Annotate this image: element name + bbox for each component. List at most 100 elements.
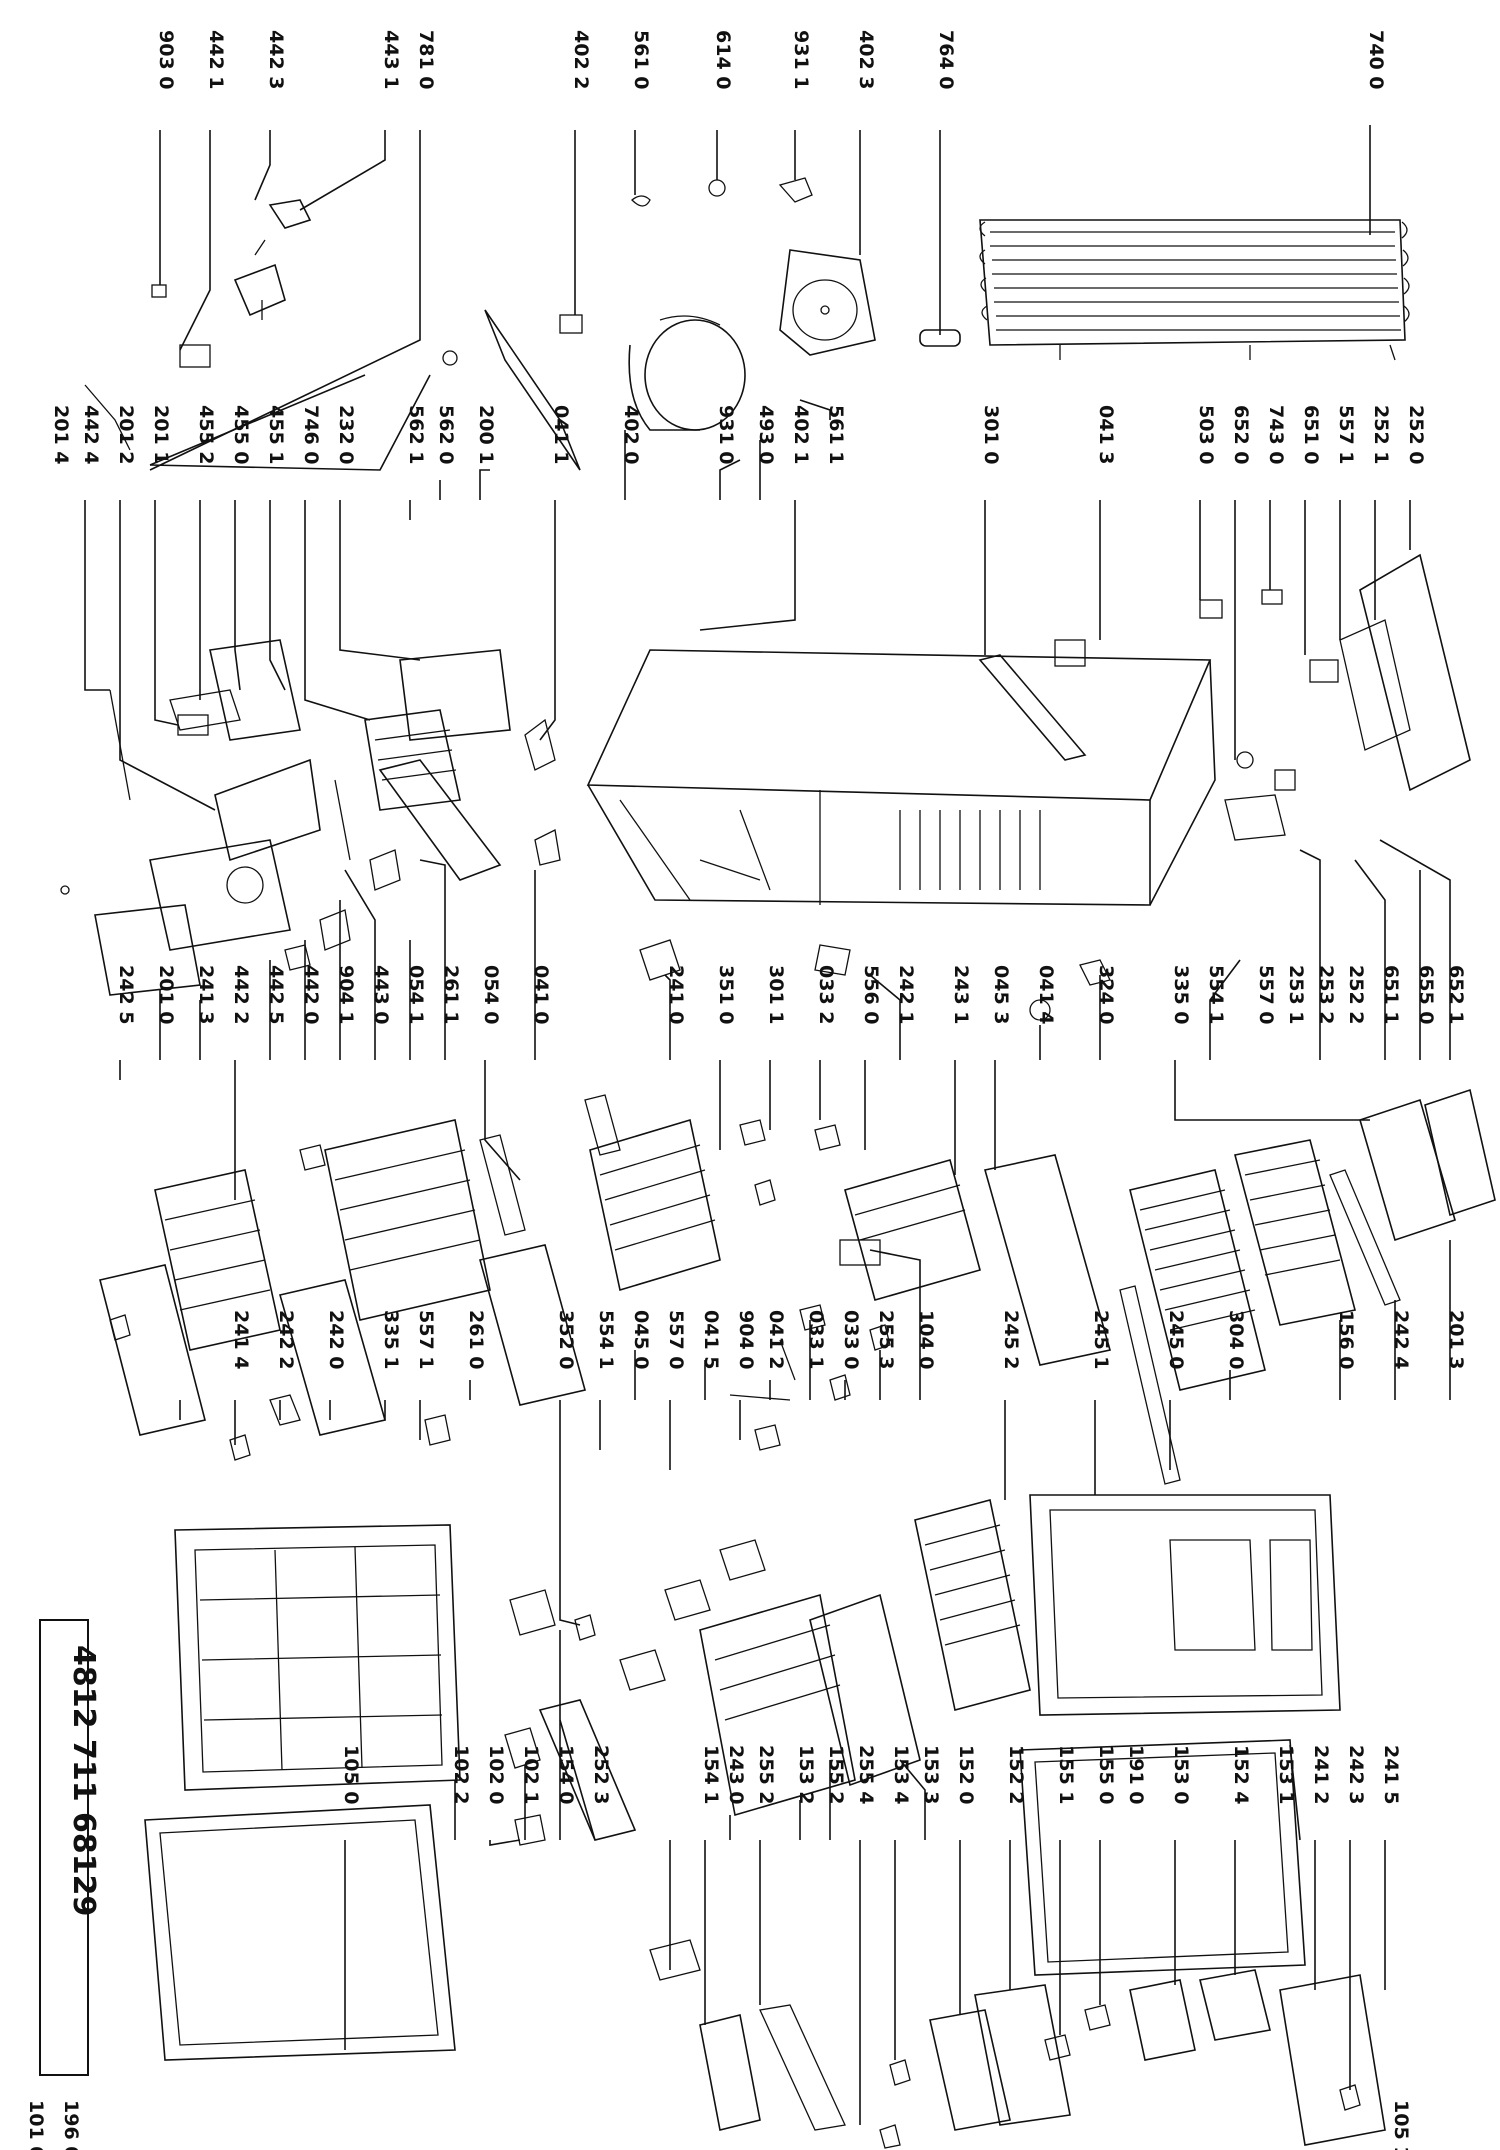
reference-code: 4812 711 68129 [66,1645,101,1916]
part-number-label: 041 2 [765,1310,787,1370]
duct-drawing [214,758,321,862]
part-number-label: 242 4 [1390,1310,1412,1370]
grommet-614-0-drawing [708,179,726,197]
socket-drawing [1274,769,1296,791]
part-number-label: 054 1 [405,965,427,1025]
part-number-label: 102 0 [485,1745,507,1805]
part-number-label: 153 0 [1170,1745,1192,1805]
part-number-label: 105 0 [340,1745,362,1805]
part-number-label: 041 4 [1035,965,1057,1025]
part-number-label: 152 4 [1230,1745,1252,1805]
wire-shelf-245-1-drawing [1129,1169,1266,1391]
part-number-label: 903 0 [155,30,177,90]
part-number-label: 335 0 [1170,965,1192,1025]
part-number-label: 196 0 [60,2100,82,2150]
part-number-label: 242 2 [275,1310,297,1370]
part-number-label: 904 1 [335,965,357,1025]
part-number-label: 155 0 [1095,1745,1117,1805]
door-rack-154-1-drawing [759,2004,846,2131]
part-number-label: 152 0 [955,1745,977,1805]
part-number-label: 242 1 [895,965,917,1025]
part-number-label: 041 0 [530,965,552,1025]
handle-242-2-drawing [424,1414,451,1446]
top-grille-drawing [1359,553,1471,792]
part-number-label: 201 4 [50,405,72,465]
part-number-label: 554 1 [595,1310,617,1370]
part-number-label: 153 2 [795,1745,817,1805]
part-number-label: 154 1 [700,1745,722,1805]
back-panel-drawing [94,904,201,996]
part-number-label: 252 3 [590,1745,612,1805]
part-number-label: 324 0 [1095,965,1117,1025]
tray-241-2-drawing [99,1264,206,1436]
bulb-drawing [1236,751,1254,769]
part-number-label: 335 1 [380,1310,402,1370]
sensor-drawing [334,779,351,861]
shelf-strip-drawing [1119,1285,1181,1485]
part-number-label: 455 1 [265,405,287,465]
part-number-label: 301 0 [980,405,1002,465]
part-number-label: 261 1 [440,965,462,1025]
part-number-label: 201 2 [115,405,137,465]
part-number-label: 557 1 [1335,405,1357,465]
part-number-label: 242 5 [115,965,137,1025]
part-102-1-drawing [649,1939,701,1981]
small-cover-drawing [177,714,209,736]
part-number-label: 904 0 [735,1310,757,1370]
part-number-label: 556 0 [860,965,882,1025]
freezer-door-drawing [174,1524,461,1791]
part-105-0-drawing [504,1727,541,1769]
bracket-304-drawing [1329,1169,1401,1306]
part-number-label: 651 0 [1300,405,1322,465]
tray-242-2-drawing [479,1244,586,1406]
part-number-label: 155 2 [825,1745,847,1805]
condenser-coil-drawing [979,219,1410,361]
part-number-label: 241 5 [1380,1745,1402,1805]
part-number-label: 562 1 [405,405,427,465]
shelf-rail-drawing [169,689,241,731]
part-number-label: 252 1 [1370,405,1392,465]
lamp-holder-drawing [719,1539,766,1581]
part-number-label: 253 2 [1315,965,1337,1025]
part-number-label: 241 2 [1310,1745,1332,1805]
part-number-label: 764 0 [935,30,957,90]
part-number-label: 201 3 [1445,1310,1467,1370]
part-number-label: 041 1 [550,405,572,465]
glass-shelf-drawing [983,1154,1112,1366]
part-number-label: 655 0 [1415,965,1437,1025]
part-number-label: 455 2 [195,405,217,465]
part-number-label: 304 0 [1225,1310,1247,1370]
part-number-label: 442 2 [230,965,252,1025]
part-number-label: 045 3 [990,965,1012,1025]
part-number-label: 740 0 [1365,30,1387,90]
part-number-label: 153 3 [920,1745,942,1805]
fan-motor-drawing [151,199,312,368]
part-number-label: 045 0 [630,1310,652,1370]
drain-duct-drawing [378,759,502,881]
part-number-label: 200 1 [475,405,497,465]
clip-261-drawing [299,1144,326,1171]
egg-tray-drawing [1129,1979,1196,2061]
part-number-label: 561 0 [630,30,652,90]
part-number-label: 261 0 [465,1310,487,1370]
part-number-label: 614 0 [712,30,734,90]
part-number-label: 242 0 [325,1310,347,1370]
part-number-label: 651 1 [1380,965,1402,1025]
clip-242-3-drawing [229,1434,251,1461]
part-number-label: 041 5 [700,1310,722,1370]
compressor-drawing [628,315,746,431]
clip-561-0-drawing [631,195,651,207]
fridge-door-drawing [1029,1494,1341,1716]
part-number-label: 746 0 [300,405,322,465]
part-number-label: 054 0 [480,965,502,1025]
door-box-155-0-drawing [1199,1969,1271,2041]
part-number-label: 493 0 [755,405,777,465]
knob-drawing [1309,659,1339,683]
small-part-drawing-2 [1199,599,1223,619]
basket-241-3-drawing [154,1169,281,1351]
clip-155-2-drawing [889,2059,911,2086]
part-number-label: 252 0 [1405,405,1427,465]
handle-241-5-drawing [269,1394,301,1426]
part-number-label: 201 1 [150,405,172,465]
